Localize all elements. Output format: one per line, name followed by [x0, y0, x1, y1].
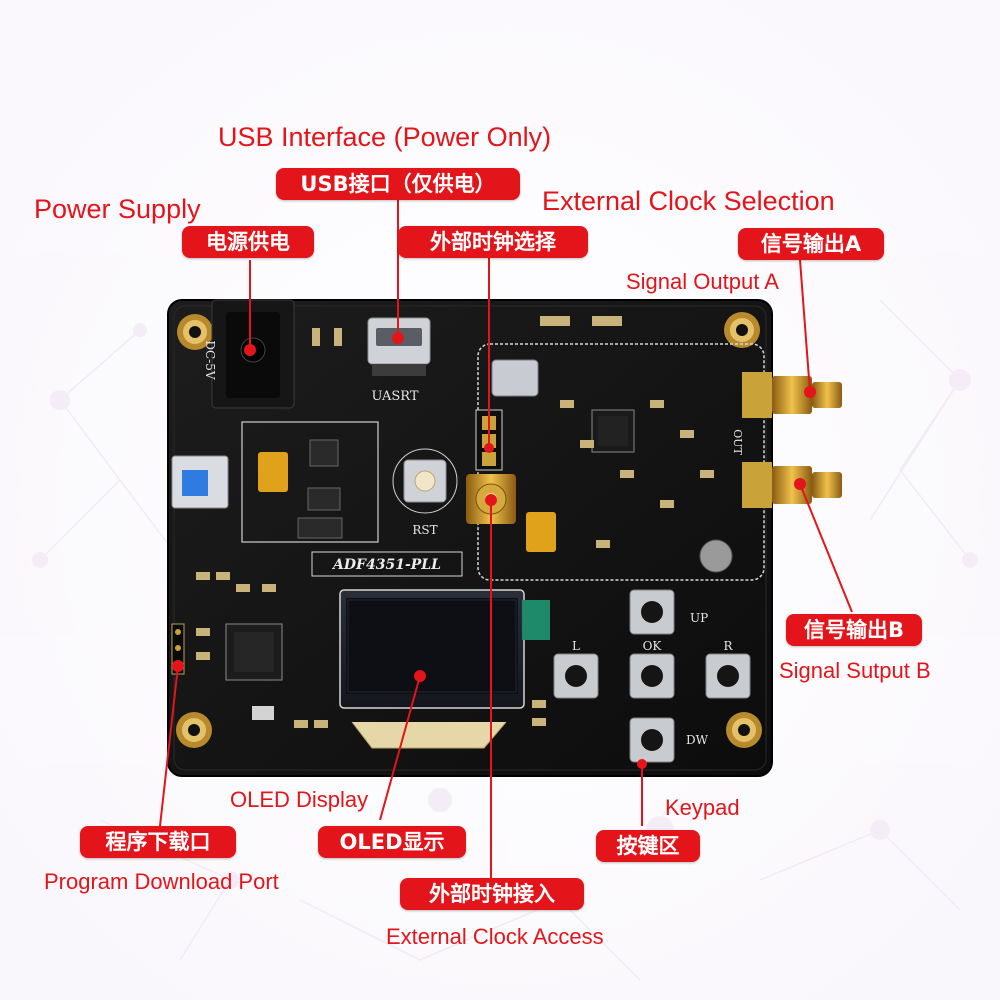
keypad-tag-cn: 按键区 — [596, 830, 700, 862]
key-up-silk: UP — [690, 611, 708, 625]
key-up-button — [629, 589, 675, 635]
microcontroller — [225, 623, 283, 681]
signal-b-label-en: Signal Sutput B — [779, 658, 931, 683]
oled-label-en: OLED Display — [230, 787, 369, 812]
usb-interface-label-en: USB Interface (Power Only) — [218, 122, 552, 152]
usb-silk-label: UASRT — [371, 389, 418, 404]
oscillator — [491, 359, 539, 397]
key-left-silk: L — [572, 639, 580, 653]
mounting-hole — [726, 712, 762, 748]
pcb-board: DC-5V UASRT — [167, 299, 842, 777]
power-supply-tag-cn: 电源供电 — [182, 226, 314, 258]
callout-lines — [159, 200, 853, 878]
power-switch — [171, 455, 229, 509]
reset-button — [403, 459, 447, 503]
ext-clock-access-tag-cn: 外部时钟接入 — [400, 878, 584, 910]
sma-output-b — [742, 462, 842, 508]
program-port-label-en: Program Download Port — [44, 869, 279, 894]
key-down-silk: DW — [686, 733, 709, 747]
power-supply-label-en: Power Supply — [34, 194, 201, 224]
keypad: UP OK L R DW — [553, 589, 751, 763]
oled-tag-cn: OLED显示 — [318, 826, 466, 858]
key-left-button — [553, 653, 599, 699]
mounting-hole — [176, 712, 212, 748]
usb-interface-tag-cn: USB接口（仅供电） — [276, 168, 520, 200]
signal-b-tag-cn: 信号输出B — [786, 614, 922, 646]
regulator-area — [241, 421, 379, 543]
signal-a-label-en: Signal Output A — [626, 269, 779, 294]
board-model-label: ADF4351-PLL — [331, 557, 441, 573]
signal-a-tag-cn: 信号输出A — [738, 228, 884, 260]
ext-clock-select-tag-cn: 外部时钟选择 — [398, 226, 588, 258]
key-right-button — [705, 653, 751, 699]
mounting-hole — [177, 314, 213, 350]
key-ok-silk: OK — [643, 639, 663, 653]
pll-chip — [591, 409, 635, 453]
ext-clock-select-label-en: External Clock Selection — [542, 186, 835, 216]
out-silk-label: OUT — [731, 429, 744, 455]
key-down-button — [629, 717, 675, 763]
sma-output-a — [742, 372, 842, 418]
ext-clock-access-label-en: External Clock Access — [386, 924, 604, 949]
key-ok-button — [629, 653, 675, 699]
rst-silk-label: RST — [412, 523, 437, 537]
program-port-tag-cn: 程序下载口 — [80, 826, 236, 858]
oled-display — [339, 589, 550, 749]
dc-silk-label: DC-5V — [203, 340, 217, 379]
keypad-label-en: Keypad — [665, 795, 740, 820]
mounting-hole — [724, 312, 760, 348]
key-right-silk: R — [723, 639, 733, 653]
